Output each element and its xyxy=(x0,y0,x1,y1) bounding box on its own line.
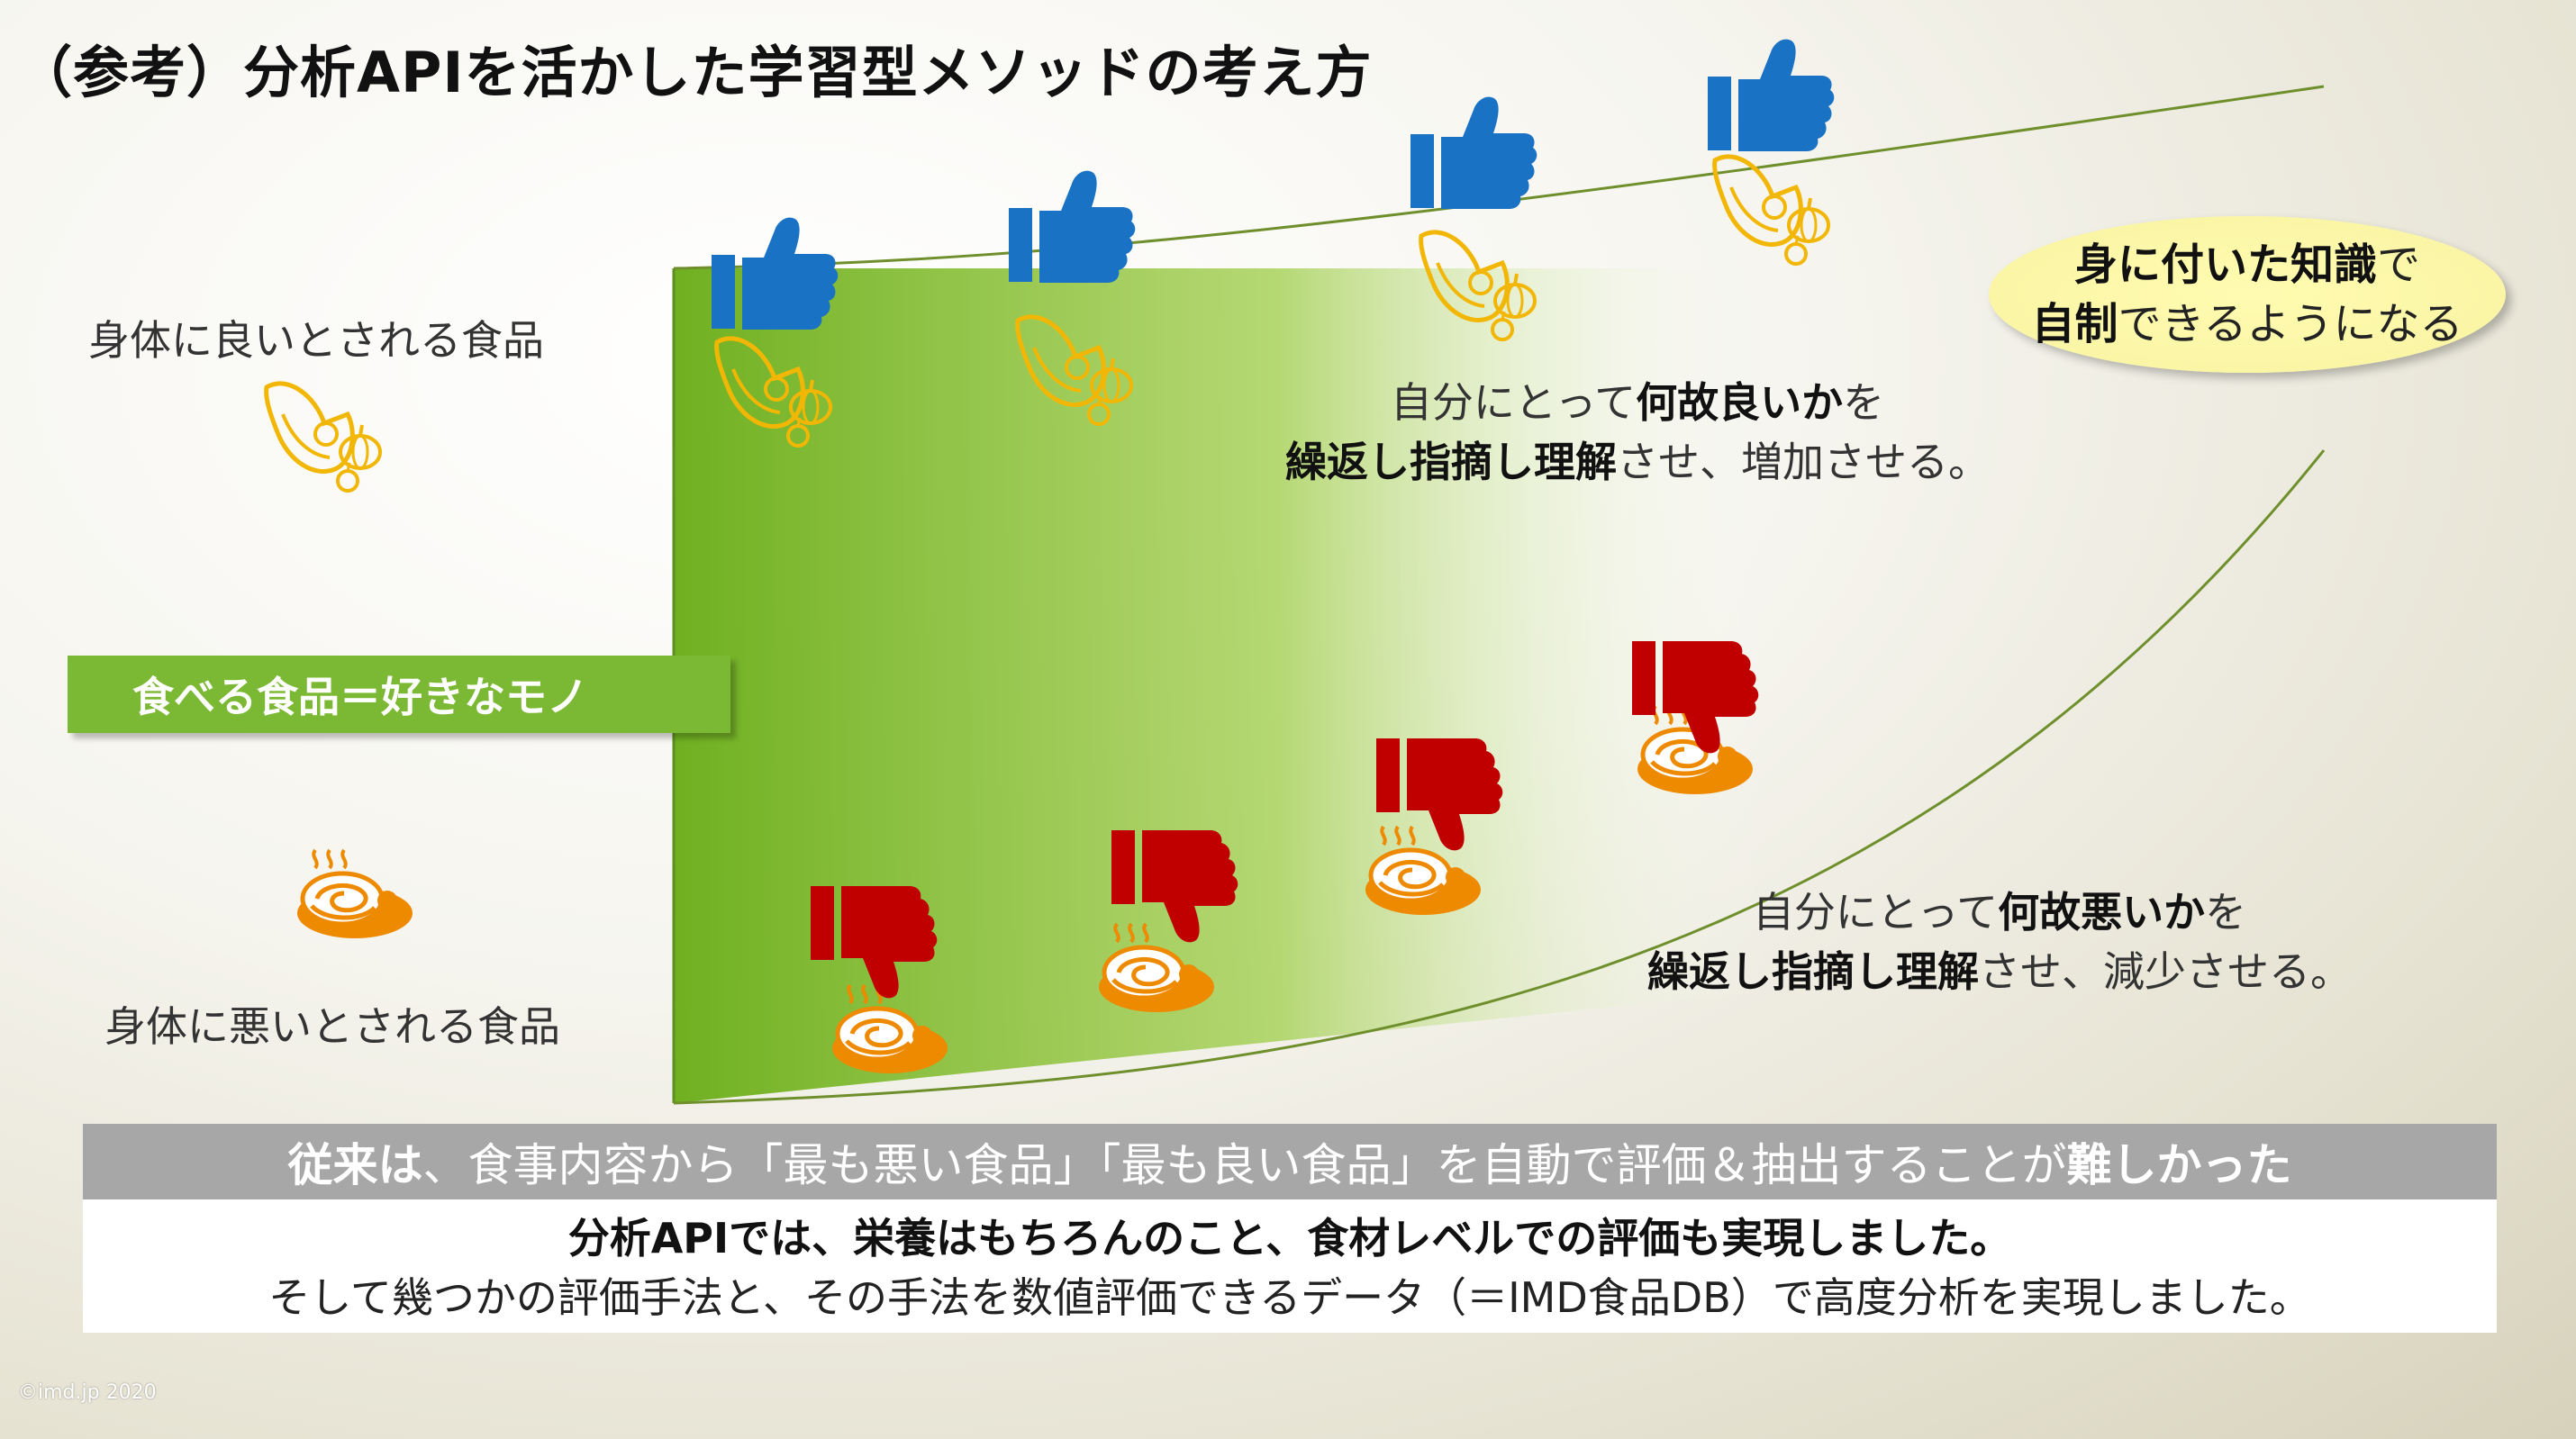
thumbs-up-icon xyxy=(712,217,839,330)
knowledge-line1: 身に付いた知識で xyxy=(2073,240,2421,290)
cornucopia-icon xyxy=(267,384,380,491)
bad-food-description: 自分にとって何故悪いかを 繰返し指摘し理解させ、減少させる。 xyxy=(1585,882,2414,1001)
conventional-note-band: 従来は、食事内容から「最も悪い食品」「最も良い食品」を自動で評価＆抽出することが… xyxy=(83,1124,2497,1199)
good-desc-line1: 自分にとって何故良いかを xyxy=(1390,378,1885,427)
upper-growth-curve xyxy=(673,85,2325,270)
bad-desc-line2: 繰返し指摘し理解させ、減少させる。 xyxy=(1647,947,2352,996)
cornucopia-icon xyxy=(1715,157,1828,264)
knowledge-line2: 自制できるようになる xyxy=(2031,299,2463,349)
thumbs-up-icon xyxy=(1708,39,1835,151)
api-summary-box: 分析APIでは、栄養はもちろんのこと、食材レベルでの評価も実現しました。 そして… xyxy=(83,1199,2497,1333)
thumbs-up-icon xyxy=(1410,96,1537,209)
good-desc-line2: 繰返し指摘し理解させ、増加させる。 xyxy=(1285,438,1990,486)
api-summary-line2: そして幾つかの評価手法と、その手法を数値評価できるデータ（＝IMD食品DB）で高… xyxy=(268,1273,2311,1322)
copyright-text: ©imd.jp 2020 xyxy=(18,1381,157,1404)
favorite-food-bar: 食べる食品＝好きなモノ xyxy=(68,656,730,733)
lower-decline-curve xyxy=(673,449,2326,1105)
page-title: （参考）分析APIを活かした学習型メソッドの考え方 xyxy=(16,40,1373,105)
bad-desc-line1: 自分にとって何故悪いかを xyxy=(1752,888,2247,937)
knowledge-bubble: 身に付いた知識で 自制できるようになる xyxy=(1989,216,2506,373)
bad-food-label: 身体に悪いとされる食品 xyxy=(104,1002,560,1051)
good-food-description: 自分にとって何故良いかを 繰返し指摘し理解させ、増加させる。 xyxy=(1232,373,2043,492)
pasta-plate-icon xyxy=(297,850,413,938)
favorite-food-label: 食べる食品＝好きなモノ xyxy=(132,673,588,721)
thumbs-up-icon xyxy=(1009,170,1136,283)
green-wedge xyxy=(674,268,1773,1103)
good-food-label: 身体に良いとされる食品 xyxy=(88,316,544,365)
api-summary-line1: 分析APIでは、栄養はもちろんのこと、食材レベルでの評価も実現しました。 xyxy=(567,1214,2012,1263)
